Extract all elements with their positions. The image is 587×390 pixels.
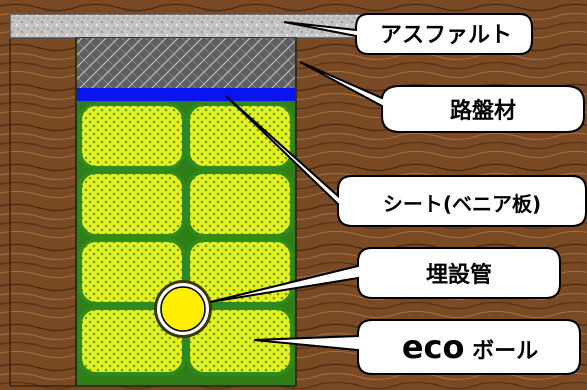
- callout-pipe: 埋設管: [209, 247, 561, 303]
- eco-ball: [78, 238, 186, 306]
- callout-asphalt: アスファルト: [283, 13, 533, 55]
- sheet-layer: [77, 88, 295, 101]
- callout-eco-ball: eco ボール: [253, 319, 581, 375]
- eco-ball: [186, 170, 294, 238]
- eco-ball: [78, 170, 186, 238]
- eco-ball: [78, 102, 186, 170]
- left-soil-panel: [9, 37, 77, 387]
- label-eco-ball: eco ボール: [402, 328, 538, 366]
- eco-ball: [186, 102, 294, 170]
- buried-pipe: [154, 280, 212, 338]
- label-sheet: シート(ベニア板): [383, 192, 541, 216]
- callout-roadbed: 路盤材: [299, 61, 585, 133]
- label-pipe: 埋設管: [426, 262, 492, 288]
- roadbed-layer: [77, 38, 295, 90]
- label-asphalt: アスファルト: [380, 23, 512, 48]
- callout-sheet: シート(ベニア板): [225, 95, 587, 227]
- label-eco-ball-prefix: eco: [402, 328, 465, 366]
- eco-ball-grid: [78, 102, 294, 376]
- label-eco-ball-suffix: ボール: [464, 339, 538, 364]
- eco-ball: [78, 306, 186, 376]
- label-roadbed: 路盤材: [450, 98, 516, 124]
